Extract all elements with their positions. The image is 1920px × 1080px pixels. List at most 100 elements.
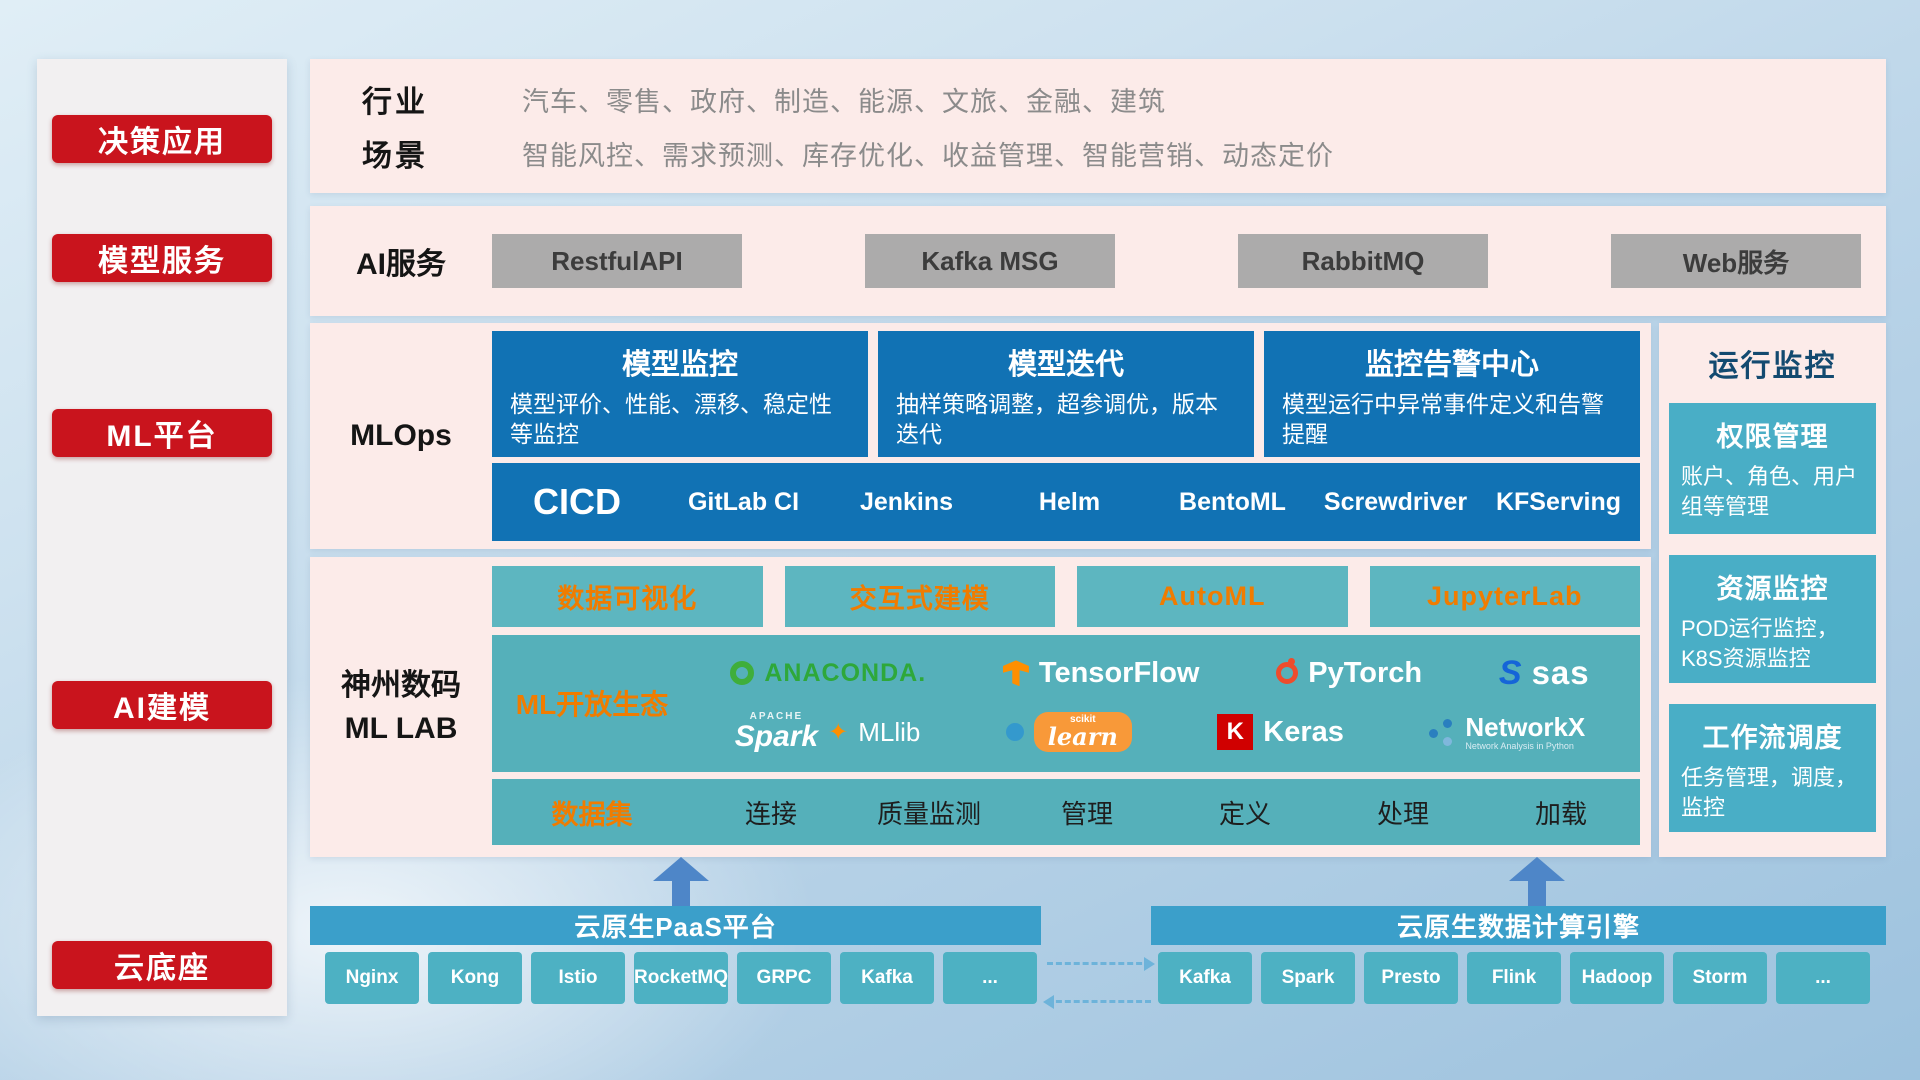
service-rabbitmq: RabbitMQ xyxy=(1238,234,1488,288)
ecosystem-logos: ANACONDA. TensorFlow PyTorch S sas xyxy=(692,635,1640,772)
sidebar-item-ai-modeling: AI建模 xyxy=(52,681,272,729)
cicd-item-jenkins: Jenkins xyxy=(859,487,954,516)
keras-icon: K xyxy=(1217,714,1254,751)
sidebar-item-model-services: 模型服务 xyxy=(52,234,272,282)
up-arrow-icon xyxy=(653,857,709,906)
chip-flink: Flink xyxy=(1467,952,1561,1004)
card-title: 监控告警中心 xyxy=(1364,349,1539,381)
spark-star-icon: ✦ xyxy=(828,718,849,746)
mlops-cards: 模型监控 模型评价、性能、漂移、稳定性等监控 模型迭代 抽样策略调整，超参调优，… xyxy=(492,331,1640,457)
spark-mllib-logo: APACHE Spark ✦ MLlib xyxy=(735,712,921,752)
sas-icon: S xyxy=(1498,653,1522,692)
sidebar-item-decision-apps: 决策应用 xyxy=(52,115,272,163)
card-desc: 任务管理，调度，监控 xyxy=(1681,765,1858,820)
mlops-band: MLOps 模型监控 模型评价、性能、漂移、稳定性等监控 模型迭代 抽样策略调整… xyxy=(310,323,1651,549)
service-kafka-msg: Kafka MSG xyxy=(865,234,1115,288)
card-resource-monitoring: 资源监控 POD运行监控，K8S资源监控 xyxy=(1669,555,1876,683)
networkx-wrap: NetworkX Network Analysis in Python xyxy=(1465,713,1585,751)
chip-spark: Spark xyxy=(1261,952,1355,1004)
chip-rocketmq: RocketMQ xyxy=(634,952,728,1004)
dataset-item-quality: 质量监测 xyxy=(876,798,981,829)
anaconda-icon xyxy=(730,661,755,686)
industry-list: 汽车、零售、政府、制造、能源、文旅、金融、建筑 xyxy=(522,86,1166,117)
data-engine-bar: 云原生数据计算引擎 xyxy=(1151,906,1886,945)
mllab-band: 神州数码 ML LAB 数据可视化 交互式建模 AutoML JupyterLa… xyxy=(310,557,1651,857)
cicd-item-gitlab-ci: GitLab CI xyxy=(687,487,800,516)
dataset-item-load: 加载 xyxy=(1534,798,1587,829)
spark-icon: APACHE Spark xyxy=(735,712,818,752)
ai-service-row: RestfulAPI Kafka MSG RabbitMQ Web服务 xyxy=(492,234,1886,288)
chip-more: ... xyxy=(943,952,1037,1004)
dataset-label: 数据集 xyxy=(551,799,633,830)
engine-components: Kafka Spark Presto Flink Hadoop Storm ..… xyxy=(1158,952,1870,1004)
paas-platform-bar: 云原生PaaS平台 xyxy=(310,906,1041,945)
keras-text: Keras xyxy=(1263,715,1344,748)
service-restfulapi: RestfulAPI xyxy=(492,234,742,288)
card-model-iteration: 模型迭代 抽样策略调整，超参调优，版本迭代 xyxy=(878,331,1254,457)
tool-interactive-modeling: 交互式建模 xyxy=(784,566,1055,627)
card-title: 权限管理 xyxy=(1716,422,1829,452)
monitor-column: 运行监控 权限管理 账户、角色、用户组等管理 资源监控 POD运行监控，K8S资… xyxy=(1659,323,1886,857)
networkx-icon xyxy=(1429,719,1455,747)
tool-data-visualization: 数据可视化 xyxy=(492,566,763,627)
ecosystem-label: ML开放生态 xyxy=(515,689,669,720)
paas-components: Nginx Kong Istio RocketMQ GRPC Kafka ... xyxy=(325,952,1037,1004)
card-desc: 模型运行中异常事件定义和告警提醒 xyxy=(1282,391,1604,447)
chip-storm: Storm xyxy=(1673,952,1767,1004)
dataset-item-process: 处理 xyxy=(1376,798,1429,829)
mlops-label: MLOps xyxy=(350,419,452,452)
scenario-row: 场景 智能风控、需求预测、库存优化、收益管理、智能营销、动态定价 xyxy=(310,131,1886,175)
pytorch-text: PyTorch xyxy=(1308,656,1423,689)
scikit-blob-icon: scikit learn xyxy=(1033,712,1132,753)
engine-title: 云原生数据计算引擎 xyxy=(1396,912,1640,942)
tool-automl: AutoML xyxy=(1077,566,1348,627)
tensorflow-text: TensorFlow xyxy=(1038,656,1200,689)
sas-text: sas xyxy=(1531,654,1590,692)
scikit-learn-logo: scikit learn xyxy=(1005,712,1132,753)
chip-istio: Istio xyxy=(531,952,625,1004)
chip-kafka: Kafka xyxy=(840,952,934,1004)
cicd-item-helm: Helm xyxy=(1038,487,1101,516)
dataset-item-define: 定义 xyxy=(1218,798,1271,829)
mllab-label-line2: ML LAB xyxy=(344,712,458,745)
dataset-row: 数据集 连接 质量监测 管理 定义 处理 加载 xyxy=(492,779,1640,845)
spark-apache-text: APACHE xyxy=(749,711,804,723)
sidebar-item-ml-platform: ML平台 xyxy=(52,409,272,457)
mllab-label-line1: 神州数码 xyxy=(341,668,461,702)
scenario-list: 智能风控、需求预测、库存优化、收益管理、智能营销、动态定价 xyxy=(522,140,1334,171)
chip-grpc: GRPC xyxy=(737,952,831,1004)
card-workflow-scheduling: 工作流调度 任务管理，调度，监控 xyxy=(1669,704,1876,832)
card-permission-management: 权限管理 账户、角色、用户组等管理 xyxy=(1669,403,1876,534)
chip-hadoop: Hadoop xyxy=(1570,952,1664,1004)
card-title: 模型监控 xyxy=(621,349,738,381)
card-desc: 账户、角色、用户组等管理 xyxy=(1681,464,1858,519)
card-desc: 模型评价、性能、漂移、稳定性等监控 xyxy=(510,391,832,447)
dashed-arrow-left-icon xyxy=(1043,995,1151,1009)
logo-row-2: APACHE Spark ✦ MLlib scikit learn xyxy=(692,712,1628,753)
spark-text: Spark xyxy=(734,720,819,754)
chip-presto: Presto xyxy=(1364,952,1458,1004)
chip-nginx: Nginx xyxy=(325,952,419,1004)
mllab-content: 数据可视化 交互式建模 AutoML JupyterLab ML开放生态 ANA… xyxy=(492,557,1651,857)
monitor-title: 运行监控 xyxy=(1708,350,1837,383)
anaconda-logo: ANACONDA. xyxy=(730,659,926,688)
card-title: 资源监控 xyxy=(1716,574,1829,604)
mllab-tools-row: 数据可视化 交互式建模 AutoML JupyterLab xyxy=(492,566,1640,627)
card-alert-center: 监控告警中心 模型运行中异常事件定义和告警提醒 xyxy=(1264,331,1640,457)
cicd-item-kfserving: KFServing xyxy=(1495,487,1622,516)
tensorflow-icon xyxy=(1002,660,1029,687)
pytorch-icon xyxy=(1276,658,1299,685)
pytorch-logo: PyTorch xyxy=(1276,657,1422,690)
industry-band: 行业 汽车、零售、政府、制造、能源、文旅、金融、建筑 场景 智能风控、需求预测、… xyxy=(310,59,1886,193)
networkx-text: NetworkX xyxy=(1465,711,1586,742)
sidebar-item-cloud-base: 云底座 xyxy=(52,941,272,989)
cicd-label: CICD xyxy=(533,481,621,522)
chip-kafka: Kafka xyxy=(1158,952,1252,1004)
tool-jupyterlab: JupyterLab xyxy=(1369,566,1640,627)
scikit-small-text: scikit xyxy=(1070,714,1096,726)
anaconda-text: ANACONDA. xyxy=(764,658,927,687)
networkx-subtitle: Network Analysis in Python xyxy=(1465,740,1574,751)
networkx-logo: NetworkX Network Analysis in Python xyxy=(1429,713,1585,751)
keras-logo: K Keras xyxy=(1217,714,1344,751)
